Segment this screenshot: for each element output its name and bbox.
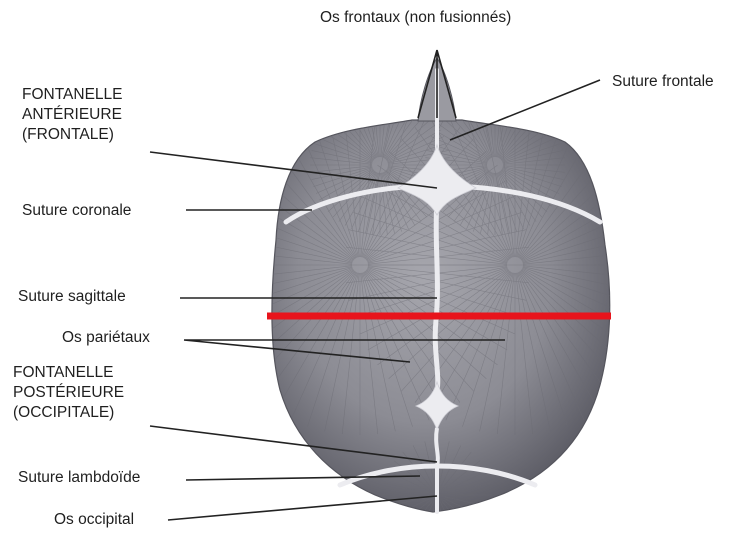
label-os-parietaux: Os pariétaux xyxy=(62,328,150,348)
label-suture-coronale: Suture coronale xyxy=(22,201,131,221)
sagittal-suture xyxy=(435,200,438,390)
label-suture-frontale: Suture frontale xyxy=(612,72,714,92)
posterior-suture-link xyxy=(436,428,438,466)
label-fontanelle-posterieure: FONTANELLE POSTÉRIEURE (OCCIPITALE) xyxy=(13,363,124,423)
leader-os-occipital xyxy=(168,496,437,520)
label-suture-lambdoide: Suture lambdoïde xyxy=(18,468,140,488)
label-suture-sagittale: Suture sagittale xyxy=(18,287,126,307)
label-os-occipital: Os occipital xyxy=(54,510,134,530)
label-fontanelle-anterieure: FONTANELLE ANTÉRIEURE (FRONTALE) xyxy=(22,85,123,145)
label-os-frontaux: Os frontaux (non fusionnés) xyxy=(320,8,511,28)
